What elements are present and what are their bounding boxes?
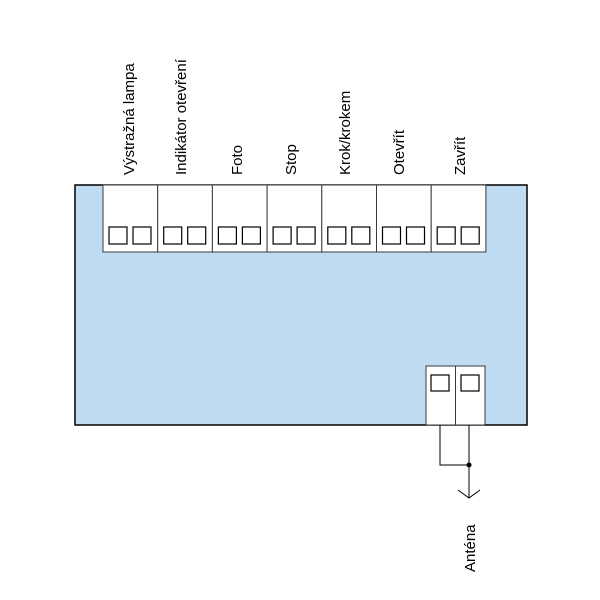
- terminal-2-screw-b: [187, 226, 207, 245]
- antenna-wire-left: [439, 425, 469, 466]
- terminal-5: [321, 184, 377, 253]
- antenna-label: Anténa: [462, 524, 479, 572]
- terminal-4-screw-b: [296, 226, 316, 245]
- terminal-1: [102, 184, 159, 253]
- antenna-terminal-screw-1: [430, 374, 450, 392]
- terminal-4: [266, 184, 323, 253]
- terminal-3-screw-a: [217, 226, 237, 245]
- terminal-4-screw-a: [272, 226, 292, 245]
- antenna-terminal-block: [425, 365, 486, 426]
- terminal-5-screw-a: [327, 226, 347, 245]
- antenna-terminal-screw-2: [460, 374, 480, 392]
- terminal-2-screw-a: [163, 226, 183, 245]
- terminal-4-label: Stop: [283, 144, 300, 175]
- terminal-5-screw-b: [351, 226, 371, 245]
- antenna-junction-dot: [466, 462, 472, 468]
- terminal-2: [157, 184, 213, 253]
- terminal-7-screw-a: [436, 226, 456, 245]
- terminal-6-screw-b: [405, 226, 426, 245]
- terminal-1-screw-a: [108, 226, 128, 245]
- terminal-6-label: Otevřít: [391, 129, 408, 175]
- terminal-7: [430, 184, 487, 253]
- terminal-3-label: Foto: [229, 145, 246, 175]
- terminal-7-screw-b: [460, 226, 480, 245]
- terminal-1-label: Výstražná lampa: [121, 63, 138, 175]
- terminal-1-screw-b: [132, 226, 152, 245]
- terminal-3-screw-b: [241, 226, 261, 245]
- terminal-3: [211, 184, 268, 253]
- terminal-6-screw-a: [381, 226, 402, 245]
- terminal-7-label: Zavřít: [452, 136, 469, 175]
- terminal-5-label: Krok/krokem: [337, 91, 354, 175]
- terminal-2-label: Indikátor otevření: [173, 58, 190, 175]
- terminal-6: [376, 184, 432, 253]
- terminal-block: [102, 184, 487, 253]
- antenna-symbol-icon: [457, 489, 481, 499]
- antenna-wiring: [439, 425, 481, 499]
